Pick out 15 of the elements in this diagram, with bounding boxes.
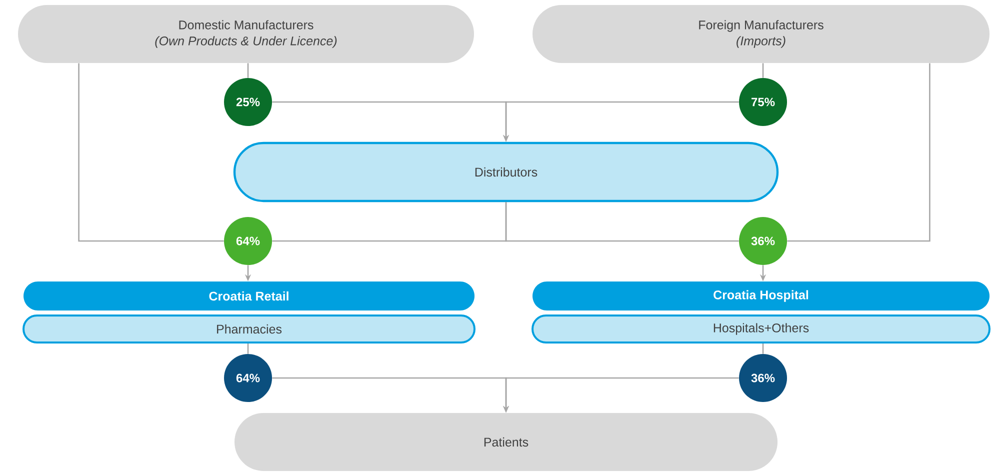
connector-line	[247, 344, 249, 354]
connector-line	[78, 63, 224, 242]
connector-line	[762, 344, 764, 354]
connector-line	[762, 63, 764, 78]
rounded-box: Distributors	[233, 142, 779, 202]
connector-line	[505, 202, 739, 242]
rounded-box: Pharmacies	[22, 314, 476, 344]
rounded-box: Patients	[234, 413, 778, 471]
rounded-box: Domestic Manufacturers (Own Products & Under Licence)	[18, 5, 474, 63]
connector-line	[247, 63, 249, 78]
heading-bar: Croatia Hospital	[532, 282, 990, 310]
rounded-box: Foreign Manufacturers (Imports)	[532, 5, 990, 63]
rounded-box: Hospitals+Others	[532, 314, 990, 344]
heading-bar: Croatia Retail	[24, 282, 474, 310]
connector-line	[787, 63, 930, 242]
